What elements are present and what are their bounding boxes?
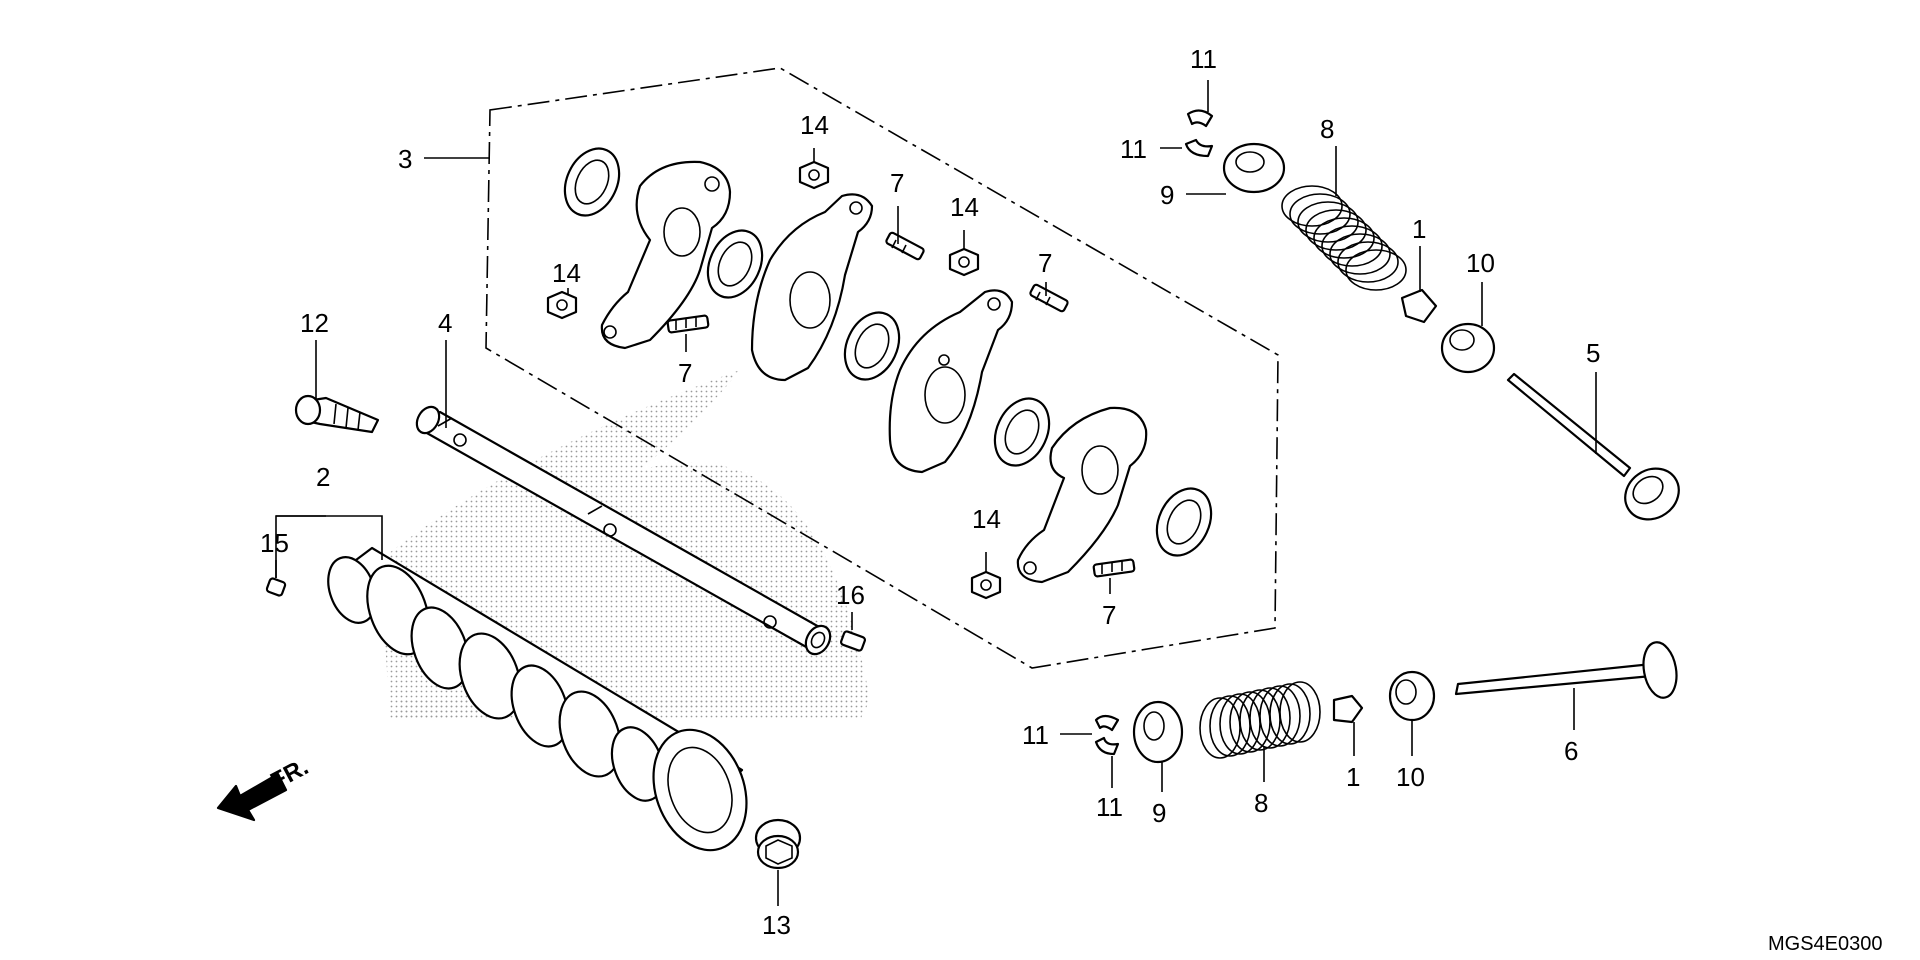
callout-14: 14 <box>950 192 979 222</box>
callout-1: 1 <box>1412 214 1426 244</box>
exhaust-valve <box>1454 641 1678 699</box>
adjusting-screw <box>666 314 710 334</box>
callout-3: 3 <box>398 144 412 174</box>
adjusting-screw <box>1029 283 1069 313</box>
washer <box>843 311 901 381</box>
spring-seat-upper <box>1440 322 1496 374</box>
valve-stem-seal-upper <box>1400 288 1438 324</box>
nut <box>970 570 1002 600</box>
callout-13: 13 <box>762 910 791 940</box>
front-direction-arrow: FR. <box>216 753 313 822</box>
callout-7: 7 <box>1038 248 1052 278</box>
dowel-pin <box>840 630 866 652</box>
spring-retainer-upper <box>1222 142 1286 194</box>
spring-retainer-lower <box>1132 700 1184 764</box>
callout-14: 14 <box>552 258 581 288</box>
callout-8: 8 <box>1254 788 1268 818</box>
intake-valve <box>1506 372 1680 521</box>
callout-5: 5 <box>1586 338 1600 368</box>
nut <box>546 290 578 320</box>
callout-11: 11 <box>1096 792 1123 822</box>
dowel-pin <box>265 577 287 597</box>
callout-12: 12 <box>300 308 329 338</box>
rocker-arm <box>600 160 732 350</box>
valve-cotter-upper <box>1184 109 1214 158</box>
callout-11: 11 <box>1022 720 1049 750</box>
valve-spring-lower <box>1199 681 1321 759</box>
valve-stem-seal-lower <box>1332 694 1364 724</box>
bolt <box>754 818 802 870</box>
leader-lines <box>275 80 1597 906</box>
callout-10: 10 <box>1396 762 1425 792</box>
washer <box>993 397 1051 467</box>
callout-11: 11 <box>1120 134 1147 164</box>
callouts: 3 2 4 12 15 16 14 14 14 14 7 7 7 7 11 11… <box>260 44 1600 940</box>
nut <box>798 160 830 190</box>
callout-14: 14 <box>800 110 829 140</box>
callout-14: 14 <box>972 504 1001 534</box>
rocker-arm <box>750 193 874 382</box>
callout-8: 8 <box>1320 114 1334 144</box>
callout-9: 9 <box>1152 798 1166 828</box>
callout-15: 15 <box>260 528 289 558</box>
callout-2: 2 <box>316 462 330 492</box>
nut <box>948 247 980 277</box>
bolt <box>294 394 380 434</box>
washer <box>563 147 621 217</box>
callout-11: 11 <box>1190 44 1217 74</box>
callout-7: 7 <box>890 168 904 198</box>
rocker-arm <box>1016 406 1148 584</box>
washer <box>706 229 764 299</box>
rocker-arm-assembly-outline <box>485 67 1279 669</box>
callout-7: 7 <box>678 358 692 388</box>
callout-4: 4 <box>438 308 452 338</box>
adjusting-screw <box>1092 558 1136 578</box>
valve-cotter-lower <box>1094 714 1120 756</box>
rocker-arm-assembly <box>546 147 1213 600</box>
callout-9: 9 <box>1160 180 1174 210</box>
washer <box>1155 487 1213 557</box>
callout-6: 6 <box>1564 736 1578 766</box>
callout-1: 1 <box>1346 762 1360 792</box>
rocker-arm <box>888 289 1014 474</box>
spring-seat-lower <box>1388 670 1436 722</box>
adjusting-screw <box>885 231 925 261</box>
valve-spring-upper <box>1281 185 1407 291</box>
drawing-code: MGS4E0300 <box>1768 933 1883 955</box>
callout-16: 16 <box>836 580 865 610</box>
callout-7: 7 <box>1102 600 1116 630</box>
callout-10: 10 <box>1466 248 1495 278</box>
rocker-arm-shaft <box>415 405 832 656</box>
camshaft <box>327 546 748 852</box>
